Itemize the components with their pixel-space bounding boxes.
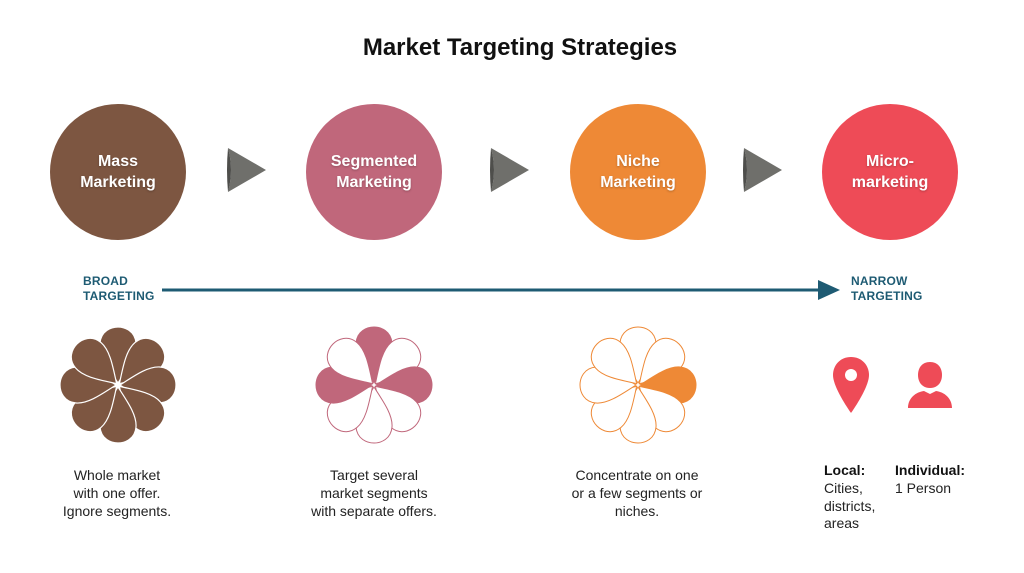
targeting-scale-arrow bbox=[162, 280, 840, 300]
petal-filled bbox=[70, 337, 118, 385]
circle-label: Niche Marketing bbox=[600, 153, 676, 191]
person-icon bbox=[908, 362, 952, 408]
circle-label: Micro- marketing bbox=[851, 153, 929, 191]
circle-label: Mass Marketing bbox=[80, 153, 156, 191]
circle-micro-marketing: Micro- marketing bbox=[822, 104, 958, 240]
circle-segmented-marketing: Segmented Marketing bbox=[306, 104, 442, 240]
circle-mass-marketing: Mass Marketing bbox=[50, 104, 186, 240]
niche-marketing-description: Concentrate on one or a few segments or … bbox=[571, 467, 703, 519]
individual-text: 1 Person bbox=[895, 480, 952, 496]
circle-label: Segmented Marketing bbox=[330, 153, 418, 191]
local-heading: Local: bbox=[824, 462, 866, 478]
petal-outline bbox=[590, 337, 638, 385]
flower-segmented-icon bbox=[315, 326, 433, 444]
local-text: Cities, districts, areas bbox=[824, 480, 876, 531]
flower-mass-icon bbox=[59, 326, 177, 444]
broad-targeting-label: BROAD TARGETING bbox=[83, 274, 155, 303]
chevron-right-icon bbox=[227, 148, 266, 192]
mass-marketing-description: Whole market with one offer. Ignore segm… bbox=[62, 467, 172, 519]
circle-niche-marketing: Niche Marketing bbox=[570, 104, 706, 240]
chevron-right-icon bbox=[743, 148, 782, 192]
petal-outline bbox=[326, 337, 374, 385]
page-title: Market Targeting Strategies bbox=[362, 34, 678, 61]
individual-heading: Individual: bbox=[895, 462, 965, 478]
flower-niche-icon bbox=[579, 326, 697, 444]
map-pin-icon bbox=[833, 357, 869, 413]
chevron-right-icon bbox=[490, 148, 529, 192]
segmented-marketing-description: Target several market segments with sepa… bbox=[311, 467, 437, 519]
narrow-targeting-label: NARROW TARGETING bbox=[851, 274, 923, 303]
